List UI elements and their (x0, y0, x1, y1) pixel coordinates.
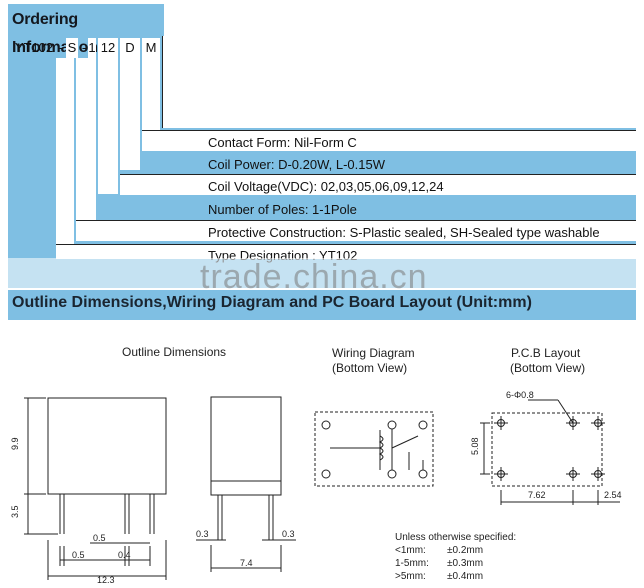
code-poles: 1 (88, 38, 96, 58)
tolerance-value-3: ±0.4mm (447, 571, 484, 582)
tolerance-value-1: ±0.2mm (447, 545, 484, 556)
pcb-offset: 2.54 (604, 490, 622, 500)
stair-s-row (76, 220, 636, 241)
code-s: S (66, 38, 78, 58)
pcb-holes: 6-Φ0.8 (506, 390, 534, 400)
dim-pin-w1: 0.5 (93, 533, 106, 543)
watermark-text: trade.china.cn (200, 258, 428, 296)
front-view-body (47, 397, 167, 495)
dim-height: 9.9 (10, 437, 20, 450)
tolerance-range-2: 1-5mm: (395, 558, 429, 569)
stair-yt (56, 58, 74, 244)
side-view-body (210, 396, 282, 496)
code-voltage: 12 (98, 38, 118, 58)
dim-width: 12.3 (97, 575, 115, 585)
stair-s (76, 58, 96, 222)
dim-pin-w2: 0.4 (118, 550, 131, 560)
row-contact-form: Contact Form: Nil-Form C (208, 135, 357, 150)
pcb-height: 5.08 (470, 437, 480, 455)
row-coil-voltage: Coil Voltage(VDC): 02,03,05,06,09,12,24 (208, 179, 444, 194)
wiring-caption-1: Wiring Diagram (332, 346, 415, 360)
tolerance-range-1: <1mm: (395, 545, 426, 556)
code-m: M (142, 38, 160, 58)
tolerance-range-3: >5mm: (395, 571, 426, 582)
dim-side-pin2: 0.3 (282, 529, 295, 539)
row-coil-power: Coil Power: D-0.20W, L-0.15W (208, 157, 386, 172)
code-d: D (120, 38, 140, 58)
pcb-caption-1: P.C.B Layout (511, 346, 581, 360)
outline-caption: Outline Dimensions (122, 345, 227, 359)
stair-d-row (142, 130, 636, 151)
pcb-layout-box (491, 412, 603, 487)
stair-m (162, 36, 637, 128)
wiring-caption-2: (Bottom View) (332, 361, 408, 375)
pcb-caption-2: (Bottom View) (510, 361, 586, 375)
dim-pin-gap: 0.5 (72, 550, 85, 560)
section-title-band (8, 290, 636, 320)
dim-side-pin1: 0.3 (196, 529, 209, 539)
tolerance-value-2: ±0.3mm (447, 558, 484, 569)
section-title: Outline Dimensions,Wiring Diagram and PC… (12, 294, 532, 311)
row-number-of-poles: Number of Poles: 1-1Pole (208, 202, 357, 217)
code-dash2: - (81, 40, 87, 55)
pcb-width: 7.62 (528, 490, 546, 500)
stair-1 (98, 58, 118, 194)
tolerance-heading: Unless otherwise specified: (395, 532, 517, 543)
row-protective-construction: Protective Construction: S-Plastic seale… (208, 225, 600, 240)
code-yt102: YT102 (14, 40, 54, 55)
dim-pin-len: 3.5 (10, 505, 20, 518)
stair-12-row (120, 174, 636, 195)
code-dash1: - (58, 40, 64, 55)
ordering-header-white (164, 4, 636, 36)
stair-yt-row (56, 244, 636, 259)
dim-depth: 7.4 (240, 558, 253, 568)
stair-d (142, 58, 160, 150)
wiring-diagram-box (314, 411, 434, 487)
stair-12 (120, 58, 140, 170)
